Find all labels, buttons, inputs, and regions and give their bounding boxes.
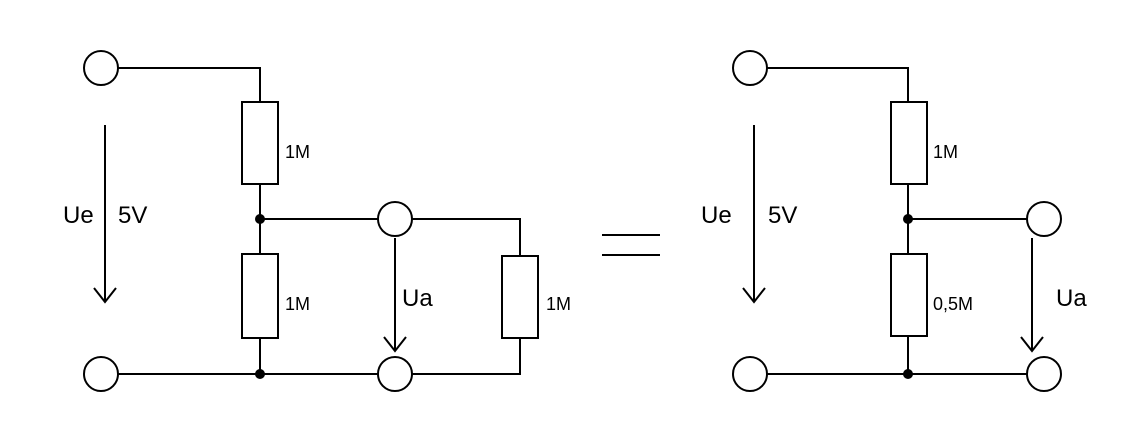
left-junction-middle (255, 214, 265, 224)
left-input-voltage-arrow (93, 125, 117, 304)
right-output-terminal-bottom (1026, 356, 1062, 392)
right-top-wire (767, 67, 909, 102)
left-output-voltage-name: Ua (402, 285, 433, 312)
right-junction-bottom (903, 369, 913, 379)
right-input-voltage-value: 5V (768, 202, 797, 229)
left-input-voltage-value: 5V (118, 202, 147, 229)
left-output-terminal-top (377, 201, 413, 237)
left-input-terminal-bottom (83, 356, 119, 392)
left-junction-bottom (255, 369, 265, 379)
right-input-voltage-arrow (742, 125, 766, 304)
left-output-voltage-arrow (383, 238, 407, 353)
right-input-terminal-bottom (732, 356, 768, 392)
left-output-terminal-bottom (377, 356, 413, 392)
left-top-wire (118, 67, 261, 102)
right-junction-middle (903, 214, 913, 224)
equals-sign (602, 234, 660, 256)
left-resistor-bottom-label: 1M (285, 294, 310, 314)
left-load-top-wire (412, 218, 521, 256)
left-resistor-bottom (241, 253, 279, 339)
right-resistor-equivalent-label: 0,5M (933, 294, 973, 314)
left-resistor-top-label: 1M (285, 142, 310, 162)
right-output-voltage-name: Ua (1056, 285, 1087, 312)
left-resistor-load (501, 255, 539, 339)
right-output-terminal-top (1026, 201, 1062, 237)
left-circuit: Ue 5V 1M 1M 1M Ua (63, 50, 571, 392)
right-output-voltage-arrow (1020, 238, 1044, 353)
right-circuit: Ue 5V 1M 0,5M Ua (701, 50, 1087, 392)
left-resistor-top (241, 101, 279, 185)
left-input-terminal-top (83, 50, 119, 86)
right-resistor-equivalent (890, 253, 928, 337)
right-resistor-top-label: 1M (933, 142, 958, 162)
right-resistor-top (890, 101, 928, 185)
left-input-voltage-name: Ue (63, 202, 94, 229)
left-load-bottom-wire (412, 338, 521, 375)
left-resistor-load-label: 1M (546, 294, 571, 314)
right-input-voltage-name: Ue (701, 202, 732, 229)
right-input-terminal-top (732, 50, 768, 86)
